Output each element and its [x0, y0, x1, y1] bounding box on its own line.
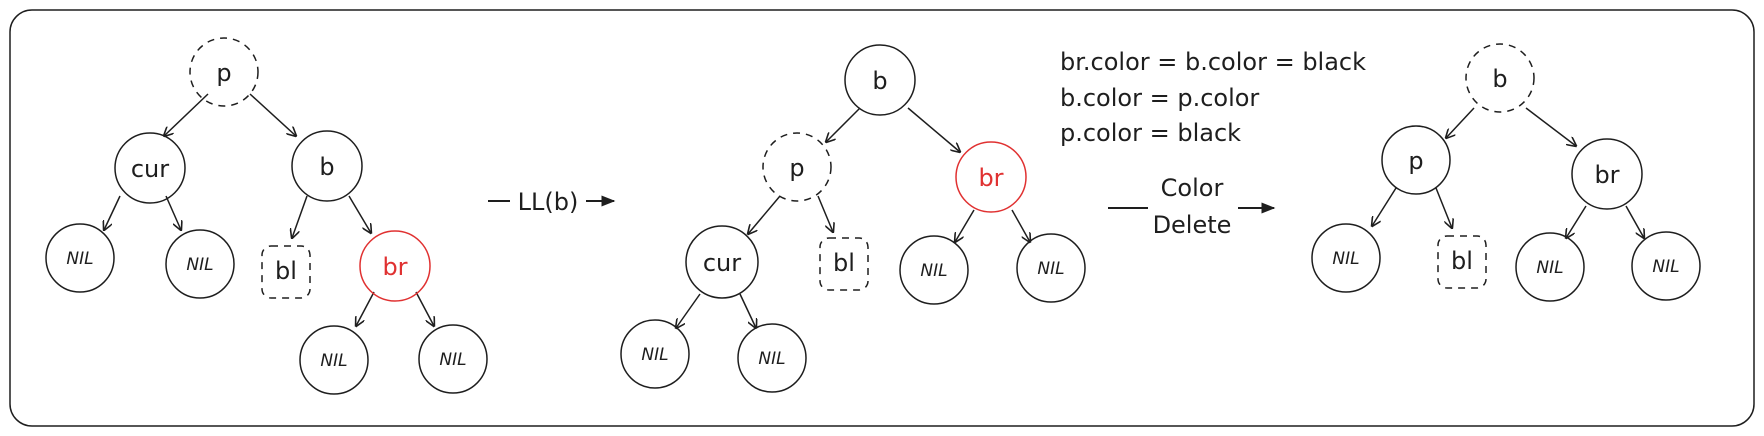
edge-br-nil [1566, 205, 1587, 238]
edge-p-nil [1372, 187, 1397, 226]
label-nil: NIL [758, 349, 785, 369]
transition-color-delete-arrow: Color Delete [1108, 174, 1276, 239]
node-br-red [359, 230, 431, 302]
node-nil [1515, 232, 1585, 302]
label-bl: bl [1451, 247, 1473, 275]
edge-br-nil [1011, 209, 1030, 242]
label-nil: NIL [920, 261, 947, 281]
transition-ll-label: LL(b) [518, 188, 579, 216]
node-b [291, 130, 363, 202]
label-nil: NIL [641, 345, 668, 365]
label-b: b [319, 153, 334, 181]
edge-b-bl [292, 195, 308, 238]
node-bl-dashed [261, 245, 311, 299]
note-line-2: b.color = p.color [1060, 84, 1259, 112]
node-cur [114, 132, 186, 204]
transition-color-label: Color [1161, 174, 1224, 202]
node-bl-dashed [819, 237, 869, 291]
node-nil [1631, 231, 1701, 301]
label-br-red: br [978, 164, 1003, 192]
edge-p-b [249, 93, 296, 136]
node-nil [299, 325, 369, 395]
edge-p-bl [1435, 187, 1452, 228]
edge-b-p [1446, 107, 1475, 138]
node-p [1381, 125, 1451, 195]
label-nil: NIL [66, 249, 93, 269]
label-cur: cur [703, 249, 741, 277]
node-b-dashed [1465, 43, 1535, 113]
node-p-dashed [189, 37, 259, 107]
color-notes: br.color = b.color = black b.color = p.c… [1060, 48, 1366, 147]
edge-cur-nil [165, 195, 181, 230]
note-line-3: p.color = black [1060, 119, 1241, 147]
label-nil: NIL [439, 350, 466, 370]
label-bl: bl [275, 257, 297, 285]
label-p: p [789, 154, 804, 182]
label-nil: NIL [1332, 249, 1359, 269]
node-nil [1016, 233, 1086, 303]
label-cur: cur [131, 155, 169, 183]
node-nil [899, 235, 969, 305]
edge-p-cur [164, 93, 209, 136]
node-br-red [955, 141, 1027, 213]
node-b [844, 44, 916, 116]
stage-3-tree [1311, 43, 1701, 302]
node-bl-dashed [1437, 235, 1487, 289]
transition-delete-label: Delete [1153, 211, 1232, 239]
label-nil: NIL [320, 351, 347, 371]
edge-br-nil [955, 209, 975, 242]
label-nil: NIL [1652, 257, 1679, 277]
label-br-red: br [382, 253, 407, 281]
edge-b-br [1525, 107, 1576, 146]
label-bl: bl [833, 249, 855, 277]
diagram-frame [9, 9, 1755, 427]
label-b: b [1492, 65, 1507, 93]
label-p: p [1408, 147, 1423, 175]
edge-p-bl [817, 195, 833, 232]
label-br: br [1594, 161, 1619, 189]
edge-b-br [907, 107, 960, 152]
label-p: p [216, 59, 231, 87]
label-b: b [872, 67, 887, 95]
node-nil [1311, 223, 1381, 293]
node-nil [737, 323, 807, 393]
stage-1-labels: p cur b NIL NIL bl br NIL NIL [66, 59, 466, 371]
edge-b-br [348, 195, 371, 233]
edge-br-nil [356, 291, 375, 326]
edge-p-cur [748, 195, 781, 234]
edge-cur-nil [676, 293, 701, 328]
edge-cur-nil [739, 293, 756, 328]
node-nil [620, 319, 690, 389]
stage-3-labels: b p br NIL bl NIL NIL [1332, 65, 1679, 278]
node-nil [418, 324, 488, 394]
note-line-1: br.color = b.color = black [1060, 48, 1366, 76]
node-cur [685, 225, 759, 299]
label-nil: NIL [186, 255, 213, 275]
edge-br-nil [415, 291, 434, 326]
stage-1-tree [45, 37, 488, 395]
node-br [1571, 138, 1643, 210]
stage-2-tree [620, 44, 1086, 393]
transition-ll-arrow: LL(b) [488, 188, 616, 216]
label-nil: NIL [1037, 259, 1064, 279]
edge-b-p [826, 107, 861, 142]
node-p-dashed [762, 132, 832, 202]
node-nil [165, 229, 235, 299]
edge-br-nil [1625, 205, 1644, 238]
edge-cur-nil [104, 195, 121, 230]
label-nil: NIL [1536, 258, 1563, 278]
node-nil [45, 223, 115, 293]
stage-2-labels: b p br cur bl NIL NIL NIL NIL [641, 67, 1064, 369]
